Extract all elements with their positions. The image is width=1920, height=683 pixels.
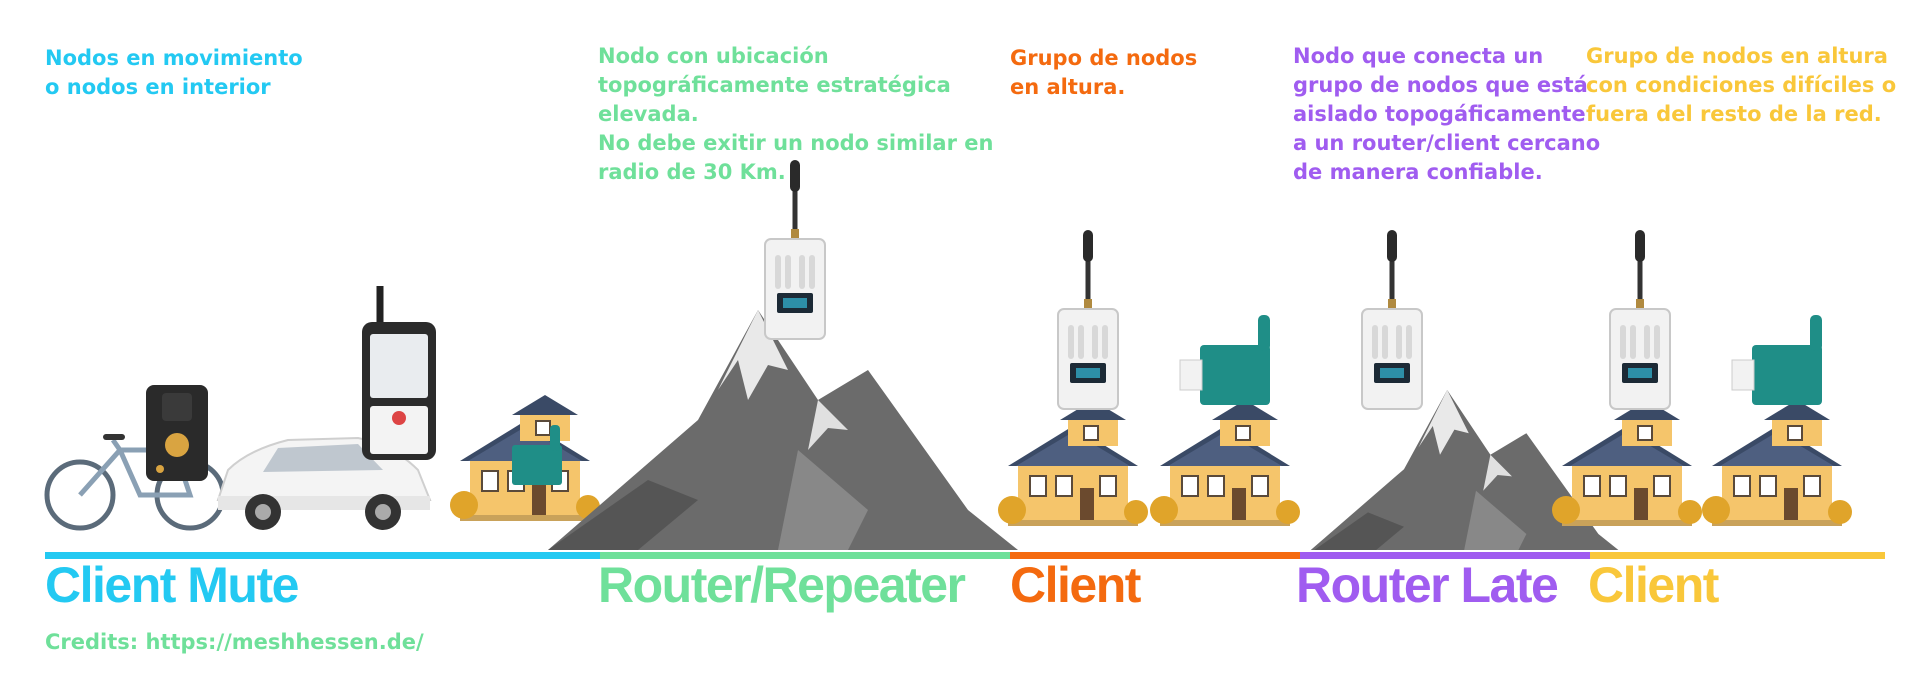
description-line: de manera confiable. [1293, 160, 1543, 184]
illustration-scene [44, 160, 1853, 550]
board-device-icon [1731, 315, 1822, 405]
client-description: Grupo de nodos en altura. [1010, 44, 1197, 102]
description-line: elevada. [598, 102, 699, 126]
credits-text: Credits: https://meshhessen.de/ [45, 630, 424, 654]
client-yellow-bar [1590, 552, 1885, 559]
description-line: Nodo con ubicación [598, 44, 829, 68]
client-yellow-label: Client [1588, 557, 1719, 613]
mountain-icon [548, 310, 1018, 550]
description-line: Grupo de nodos en altura [1586, 44, 1888, 68]
tracker-device-icon [146, 385, 208, 481]
router-device-icon [1058, 230, 1118, 409]
client-bar [1010, 552, 1300, 559]
client-mute-bar [45, 552, 600, 559]
description-line: Nodos en movimiento [45, 46, 303, 70]
description-line: aislado topogáficamente [1293, 102, 1586, 126]
description-line: grupo de nodos que está [1293, 73, 1588, 97]
description-line: No debe exitir un nodo similar en [598, 131, 994, 155]
board-device-icon [1179, 315, 1270, 405]
router-device-icon [1610, 230, 1670, 409]
router-repeater-description: Nodo con ubicación topográficamente estr… [598, 42, 993, 187]
house-icon [1149, 399, 1301, 527]
router-repeater-bar [600, 552, 1010, 559]
client-yellow-description: Grupo de nodos en altura con condiciones… [1586, 42, 1896, 129]
router-late-bar [1300, 552, 1590, 559]
router-repeater-label: Router/Repeater [598, 557, 966, 613]
description-line: Nodo que conecta un [1293, 44, 1544, 68]
board-device-icon [512, 425, 562, 485]
house-icon [1701, 399, 1853, 527]
router-late-label: Router Late [1296, 557, 1559, 613]
client-mute-label: Client Mute [45, 557, 299, 613]
house-icon [997, 399, 1149, 527]
description-line: o nodos en interior [45, 75, 271, 99]
description-line: a un router/client cercano [1293, 131, 1601, 155]
description-line: topográficamente estratégica [598, 73, 951, 97]
router-late-description: Nodo que conecta un grupo de nodos que e… [1293, 42, 1600, 187]
client-mute-description: Nodos en movimiento o nodos en interior [45, 44, 303, 102]
house-icon [1551, 399, 1703, 527]
description-line: Grupo de nodos [1010, 46, 1198, 70]
handheld-device-icon [362, 286, 436, 460]
description-line: fuera del resto de la red. [1586, 102, 1882, 126]
router-device-icon [765, 160, 825, 339]
description-line: en altura. [1010, 75, 1126, 99]
client-label: Client [1010, 557, 1141, 613]
description-line: con condiciones difíciles o [1586, 73, 1897, 97]
router-device-icon [1362, 230, 1422, 409]
description-line: radio de 30 Km. [598, 160, 786, 184]
